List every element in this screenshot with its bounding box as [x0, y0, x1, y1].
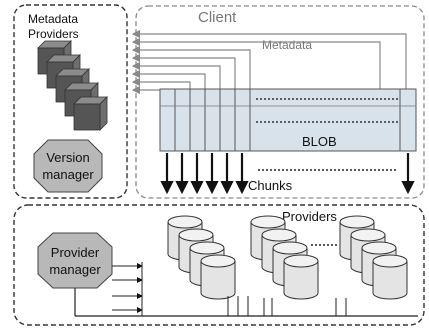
- disk-icon: [283, 254, 319, 300]
- metadata-arrows: [131, 29, 407, 95]
- provider-manager-label-line2: manager: [49, 262, 101, 277]
- metadata-provider-cubes: [37, 40, 108, 131]
- disk-top: [189, 241, 225, 255]
- disk-top: [178, 228, 214, 242]
- version-manager-label-line1: Version: [46, 150, 89, 165]
- metadata-region: [13, 4, 128, 199]
- providers-region: [13, 204, 425, 326]
- metadata-arrow: [131, 61, 221, 90]
- metadata-arrow: [131, 77, 191, 90]
- version-manager-label-line2: manager: [42, 167, 94, 182]
- disk-icon: [372, 254, 408, 300]
- client-label: Client: [198, 9, 237, 26]
- metadata-label: Metadata: [262, 38, 312, 52]
- client-region: [135, 5, 425, 199]
- blob-chunk-grid: [160, 89, 416, 151]
- metadata-arrow: [131, 45, 251, 90]
- data-provider-disks: [167, 215, 408, 300]
- disk-top: [339, 215, 375, 229]
- cube-front: [73, 103, 101, 131]
- version-manager-shape: [33, 139, 103, 193]
- blob-label: BLOB: [302, 134, 337, 149]
- providers-label: Providers: [282, 209, 337, 224]
- chunks-label: Chunks: [248, 178, 293, 193]
- cube-icon: [73, 96, 108, 131]
- disk-top: [350, 228, 386, 242]
- disk-body: [283, 261, 319, 300]
- metadata-arrow: [131, 53, 236, 90]
- provider-manager-shape: [37, 232, 113, 289]
- provider-manager-connections: [74, 262, 418, 317]
- disk-top: [361, 241, 397, 255]
- disk-top: [272, 241, 308, 255]
- disk-icon: [200, 254, 236, 300]
- metadata-providers-label-line2: Providers: [28, 27, 79, 41]
- disk-top: [261, 228, 297, 242]
- metadata-providers-label-line1: Metadata: [28, 12, 78, 26]
- disk-top: [250, 215, 286, 229]
- chunk-arrows: [160, 153, 415, 195]
- disk-top: [167, 215, 203, 229]
- provider-manager-label-line1: Provider: [51, 245, 100, 260]
- disk-top: [283, 254, 319, 268]
- metadata-arrow: [131, 69, 206, 90]
- disk-body: [372, 261, 408, 300]
- metadata-arrow: [131, 37, 381, 90]
- metadata-arrow: [131, 29, 407, 90]
- disk-top: [200, 254, 236, 268]
- disk-body: [200, 261, 236, 300]
- disk-top: [372, 254, 408, 268]
